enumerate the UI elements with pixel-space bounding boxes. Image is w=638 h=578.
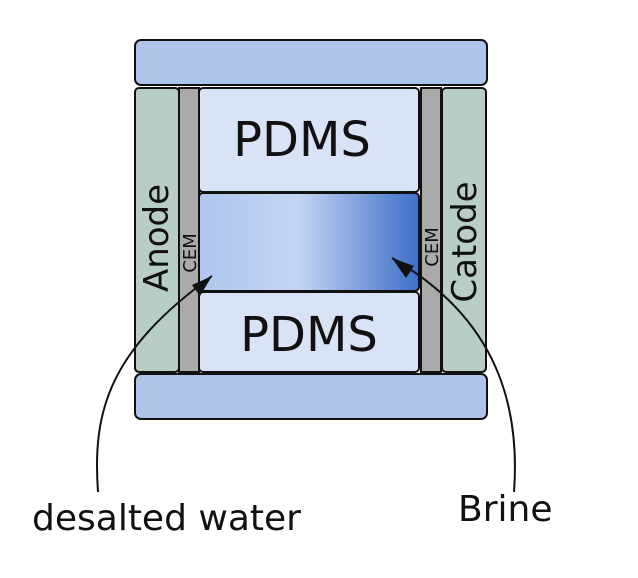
brine-arrow-line — [391, 257, 516, 493]
desalted-water-arrow-line — [95, 275, 213, 493]
cem-left-label: CEM — [180, 233, 201, 272]
brine-arrowhead — [392, 258, 414, 278]
desalted-water-caption: desalted water — [32, 498, 301, 539]
cem-right-label: CEM — [422, 227, 443, 266]
brine-caption: Brine — [458, 489, 552, 530]
top-plate — [134, 39, 488, 86]
catode-label: Catode — [445, 181, 485, 302]
bottom-plate — [134, 373, 488, 420]
desalted-water-arrowhead — [192, 276, 212, 296]
brine-channel — [198, 192, 420, 292]
pdms-bottom-label: PDMS — [240, 307, 378, 363]
cem-right-membrane — [420, 87, 442, 373]
pdms-top-label: PDMS — [233, 112, 371, 168]
anode-label: Anode — [137, 184, 177, 292]
cem-left-membrane — [178, 87, 200, 373]
